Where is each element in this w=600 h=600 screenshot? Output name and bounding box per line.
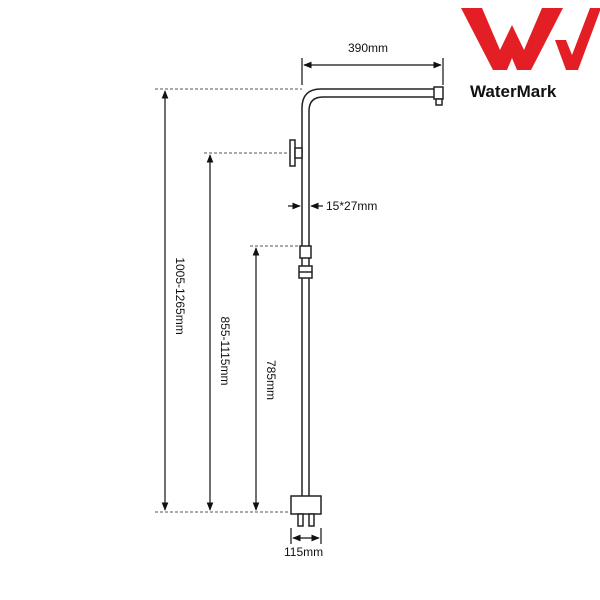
inlet-left bbox=[297, 513, 304, 527]
diverter-base bbox=[290, 495, 322, 515]
shower-head-nozzle bbox=[435, 98, 443, 106]
wall-bracket-arm bbox=[294, 147, 303, 159]
watermark-brand-text: WaterMark bbox=[470, 82, 557, 101]
overhead-arm-inner bbox=[308, 96, 442, 508]
base-width-label: 115mm bbox=[284, 545, 323, 559]
inlet-right bbox=[308, 513, 315, 527]
watermark-tick bbox=[555, 8, 600, 70]
shower-rail bbox=[289, 86, 444, 527]
dimension-arrows bbox=[161, 58, 444, 544]
slider-height-label: 785mm bbox=[264, 360, 278, 400]
watermark-logo: WaterMark bbox=[461, 8, 600, 101]
watermark-w-mark bbox=[461, 8, 563, 70]
shower-head-connector bbox=[433, 86, 444, 100]
bracket-height-label: 855-1115mm bbox=[218, 317, 232, 386]
overall-height-label: 1005-1265mm bbox=[173, 257, 187, 334]
arm-length-label: 390mm bbox=[348, 41, 388, 55]
pipe-size-label: 15*27mm bbox=[326, 199, 377, 213]
pipe-joint bbox=[299, 245, 312, 259]
reference-lines bbox=[155, 88, 302, 513]
overhead-arm bbox=[301, 88, 442, 508]
